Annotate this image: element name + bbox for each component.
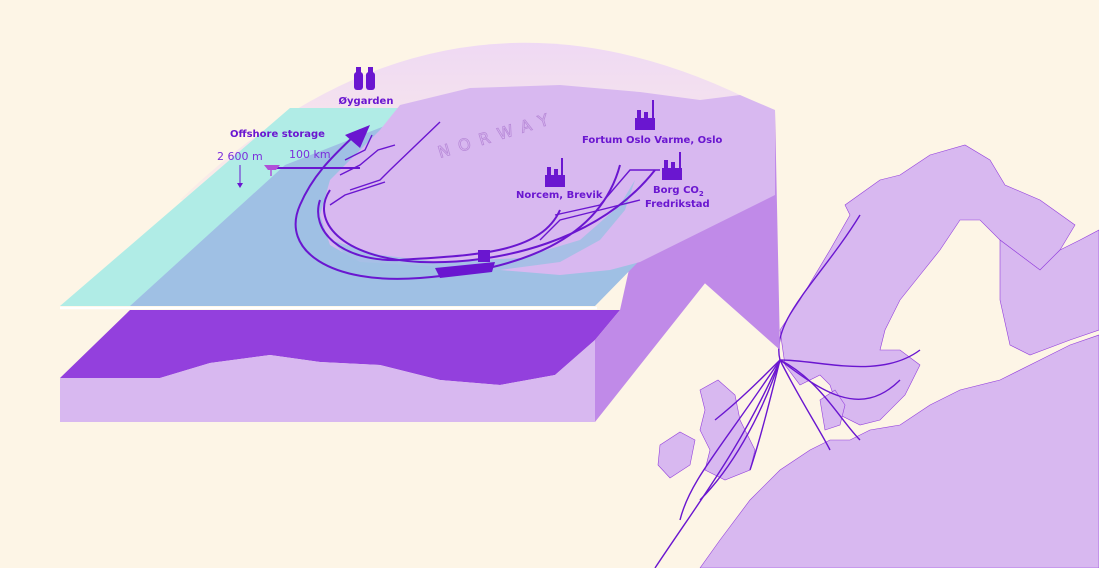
borg-factory-icon	[662, 152, 682, 180]
great-britain	[699, 379, 756, 481]
label-borg: Borg CO2	[653, 185, 704, 198]
label-fortum: Fortum Oslo Varme, Oslo	[582, 135, 722, 146]
europe-route	[779, 359, 901, 400]
label-distance: 100 km	[289, 148, 331, 161]
finland	[999, 229, 1099, 356]
route-arrowhead-icon	[345, 125, 370, 148]
coast-lines	[329, 121, 660, 241]
label-borg-co: Borg CO	[653, 185, 699, 196]
europe-route	[714, 359, 781, 421]
oygarden-tanks-icon	[354, 67, 375, 90]
depth-arrow-icon	[237, 165, 243, 188]
fortum-factory-icon	[635, 100, 655, 130]
europe-route	[699, 359, 781, 501]
scandinavia	[779, 144, 1076, 426]
block-bottom-top	[60, 310, 620, 385]
ireland	[657, 431, 696, 479]
route-borg	[323, 169, 656, 264]
denmark	[819, 389, 846, 431]
europe-route	[679, 359, 781, 521]
europe-route	[749, 359, 781, 471]
route-norcem	[317, 199, 561, 262]
label-offshore-storage: Offshore storage	[230, 129, 325, 140]
label-norcem: Norcem, Brevik	[516, 190, 603, 201]
label-fredrikstad: Fredrikstad	[645, 199, 710, 210]
label-oygarden: Øygarden	[339, 95, 394, 107]
label-depth: 2 600 m	[217, 150, 263, 163]
europe-route	[779, 359, 861, 441]
ship-icon	[435, 250, 495, 278]
europe-route	[779, 349, 921, 368]
continent	[699, 334, 1099, 568]
europe-routes	[654, 214, 921, 568]
fjord-water	[330, 180, 635, 275]
norcem-factory-icon	[545, 158, 565, 187]
shipping-routes	[272, 125, 656, 280]
europe-route	[779, 359, 831, 451]
label-borg-sub: 2	[699, 190, 704, 198]
block-bottom-front	[60, 340, 595, 422]
europe-map	[657, 144, 1099, 568]
europe-route	[654, 359, 781, 568]
offshore-platform-icon	[264, 165, 280, 176]
